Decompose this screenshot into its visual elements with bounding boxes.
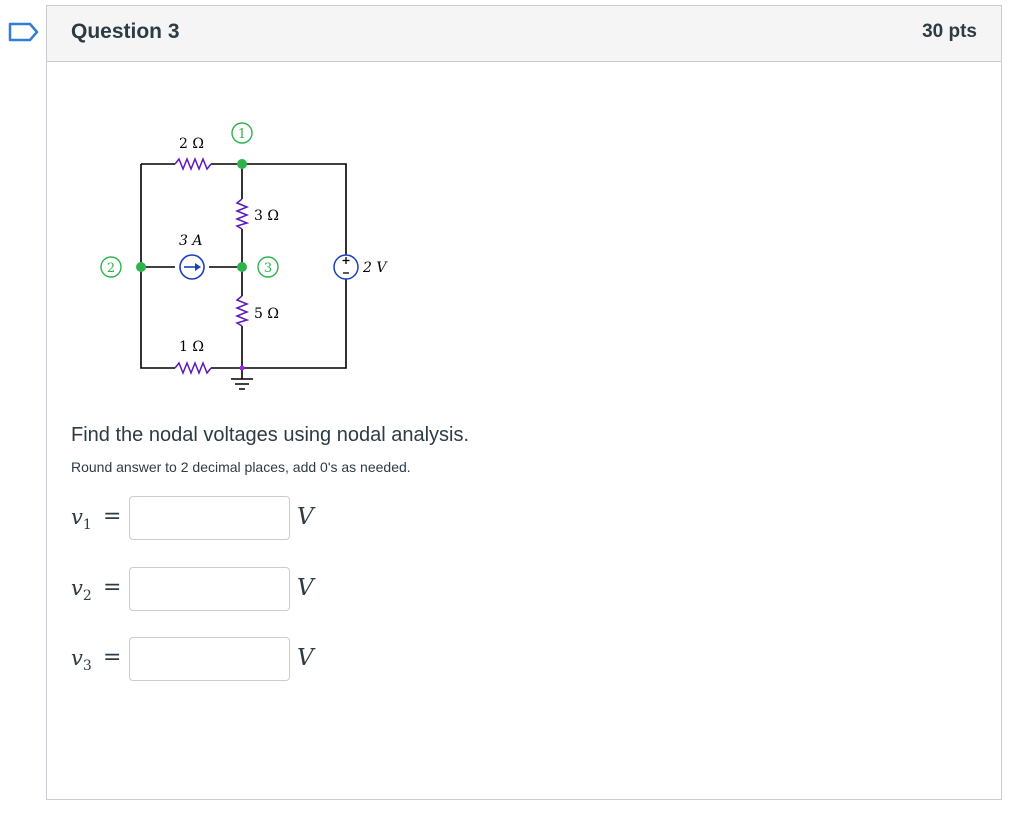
node-3-label: 3: [264, 261, 272, 276]
voltage-source: [333, 254, 359, 280]
resistor-5ohm: [234, 295, 250, 327]
node-1-label: 1: [238, 127, 246, 142]
v1-answer-input[interactable]: [129, 496, 290, 540]
bookmark-icon[interactable]: [8, 22, 40, 42]
question-header: Question 3 30 pts: [47, 6, 1001, 62]
node-1-badge: [231, 122, 253, 144]
answer-row-v3: v3 = V: [47, 637, 447, 683]
v2-answer-input[interactable]: [129, 567, 290, 611]
resistor-3ohm: [234, 198, 250, 230]
ground-icon: [231, 378, 253, 390]
equals-sign: =: [103, 575, 122, 600]
node-3-badge: [257, 256, 279, 278]
question-prompt: Find the nodal voltages using nodal anal…: [71, 424, 470, 446]
node-3-dot: [237, 262, 247, 272]
question-card: Question 3 30 pts: [46, 5, 1002, 800]
equals-sign: =: [103, 504, 122, 529]
variable-v3: v3: [71, 646, 92, 675]
current-source: [179, 254, 205, 280]
answer-row-v1: v1 = V: [47, 496, 447, 542]
variable-v2: v2: [71, 576, 92, 605]
unit-v3: V: [297, 645, 314, 671]
voltage-source-label: 2 V: [362, 260, 388, 276]
ground-junction: [239, 365, 245, 371]
question-points: 30 pts: [922, 21, 977, 42]
resistor-1ohm: [174, 360, 212, 376]
node-2-label: 2: [107, 261, 115, 276]
node-2-badge: [100, 256, 122, 278]
variable-v1: v1: [71, 505, 92, 534]
unit-v1: V: [297, 504, 314, 530]
r-mid-lower-label: 5 Ω: [254, 306, 279, 322]
question-title: Question 3: [71, 20, 180, 43]
current-source-label: 3 A: [179, 233, 202, 249]
node-1-dot: [237, 159, 247, 169]
wire-left: [140, 164, 175, 369]
r-top-label: 2 Ω: [179, 136, 204, 152]
r-bottom-label: 1 Ω: [179, 339, 204, 355]
circuit-diagram: 1 2 3 2 Ω 3 Ω 3 A 2 V 5 Ω 1 Ω: [100, 122, 388, 390]
equals-sign: =: [103, 645, 122, 670]
node-2-dot: [136, 262, 146, 272]
resistor-2ohm: [174, 156, 212, 172]
answer-row-v2: v2 = V: [47, 567, 447, 613]
unit-v2: V: [297, 575, 314, 601]
rounding-note: Round answer to 2 decimal places, add 0'…: [71, 459, 411, 475]
v3-answer-input[interactable]: [129, 637, 290, 681]
r-mid-upper-label: 3 Ω: [254, 208, 279, 224]
